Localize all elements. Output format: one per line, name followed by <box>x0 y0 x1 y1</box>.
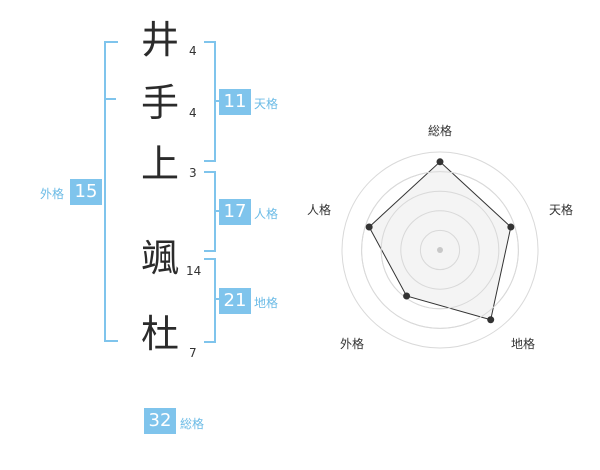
chikaku-value-badge: 21 <box>219 288 251 314</box>
radar-inner-ring-2 <box>400 210 480 290</box>
stroke-count-2: 4 <box>189 106 197 120</box>
name-char-2: 手 <box>140 81 179 125</box>
chikaku-bracket <box>204 258 216 343</box>
gaikaku-bracket <box>104 41 118 342</box>
gaikaku-value-badge: 15 <box>70 179 102 205</box>
radar-point-2 <box>507 223 515 231</box>
gaikaku-bracket-tick <box>104 98 116 100</box>
jinkaku-value-badge: 17 <box>219 199 251 225</box>
radar-center-dot <box>437 247 443 253</box>
jinkaku-connector <box>214 210 221 212</box>
radar-ring-5 <box>341 151 539 349</box>
stroke-count-4: 14 <box>186 264 202 278</box>
radar-label-jinkaku: 人格 <box>306 203 331 217</box>
stroke-count-1: 4 <box>189 44 197 58</box>
tenkaku-connector <box>214 100 221 102</box>
soukaku-label: 総格 <box>180 417 205 431</box>
radar-point-1 <box>436 158 444 166</box>
name-char-5: 杜 <box>140 312 179 356</box>
radar-inner-ring-3 <box>380 190 500 310</box>
tenkaku-label: 天格 <box>254 97 279 111</box>
radar-label-soukaku: 総格 <box>427 124 452 138</box>
name-char-1: 井 <box>140 18 179 62</box>
tenkaku-value-badge: 11 <box>219 89 251 115</box>
jinkaku-label: 人格 <box>254 207 279 221</box>
stroke-count-5: 7 <box>189 346 197 360</box>
radar-label-tenkaku: 天格 <box>548 203 573 217</box>
name-char-4: 颯 <box>140 236 179 280</box>
stroke-count-3: 3 <box>189 166 197 180</box>
radar-point-3 <box>487 316 495 324</box>
radar-point-4 <box>403 292 411 300</box>
chikaku-connector <box>214 298 221 300</box>
radar-inner-ring-4 <box>361 171 519 329</box>
chikaku-label: 地格 <box>254 296 279 310</box>
radar-label-gaikaku: 外格 <box>339 337 364 351</box>
radar-data-polygon <box>368 161 512 321</box>
radar-inner-ring-1 <box>419 229 461 271</box>
soukaku-value-badge: 32 <box>144 408 176 434</box>
radar-point-5 <box>365 223 373 231</box>
radar-label-chikaku: 地格 <box>510 337 535 351</box>
name-char-3: 上 <box>140 142 179 186</box>
gaikaku-label: 外格 <box>40 187 65 201</box>
